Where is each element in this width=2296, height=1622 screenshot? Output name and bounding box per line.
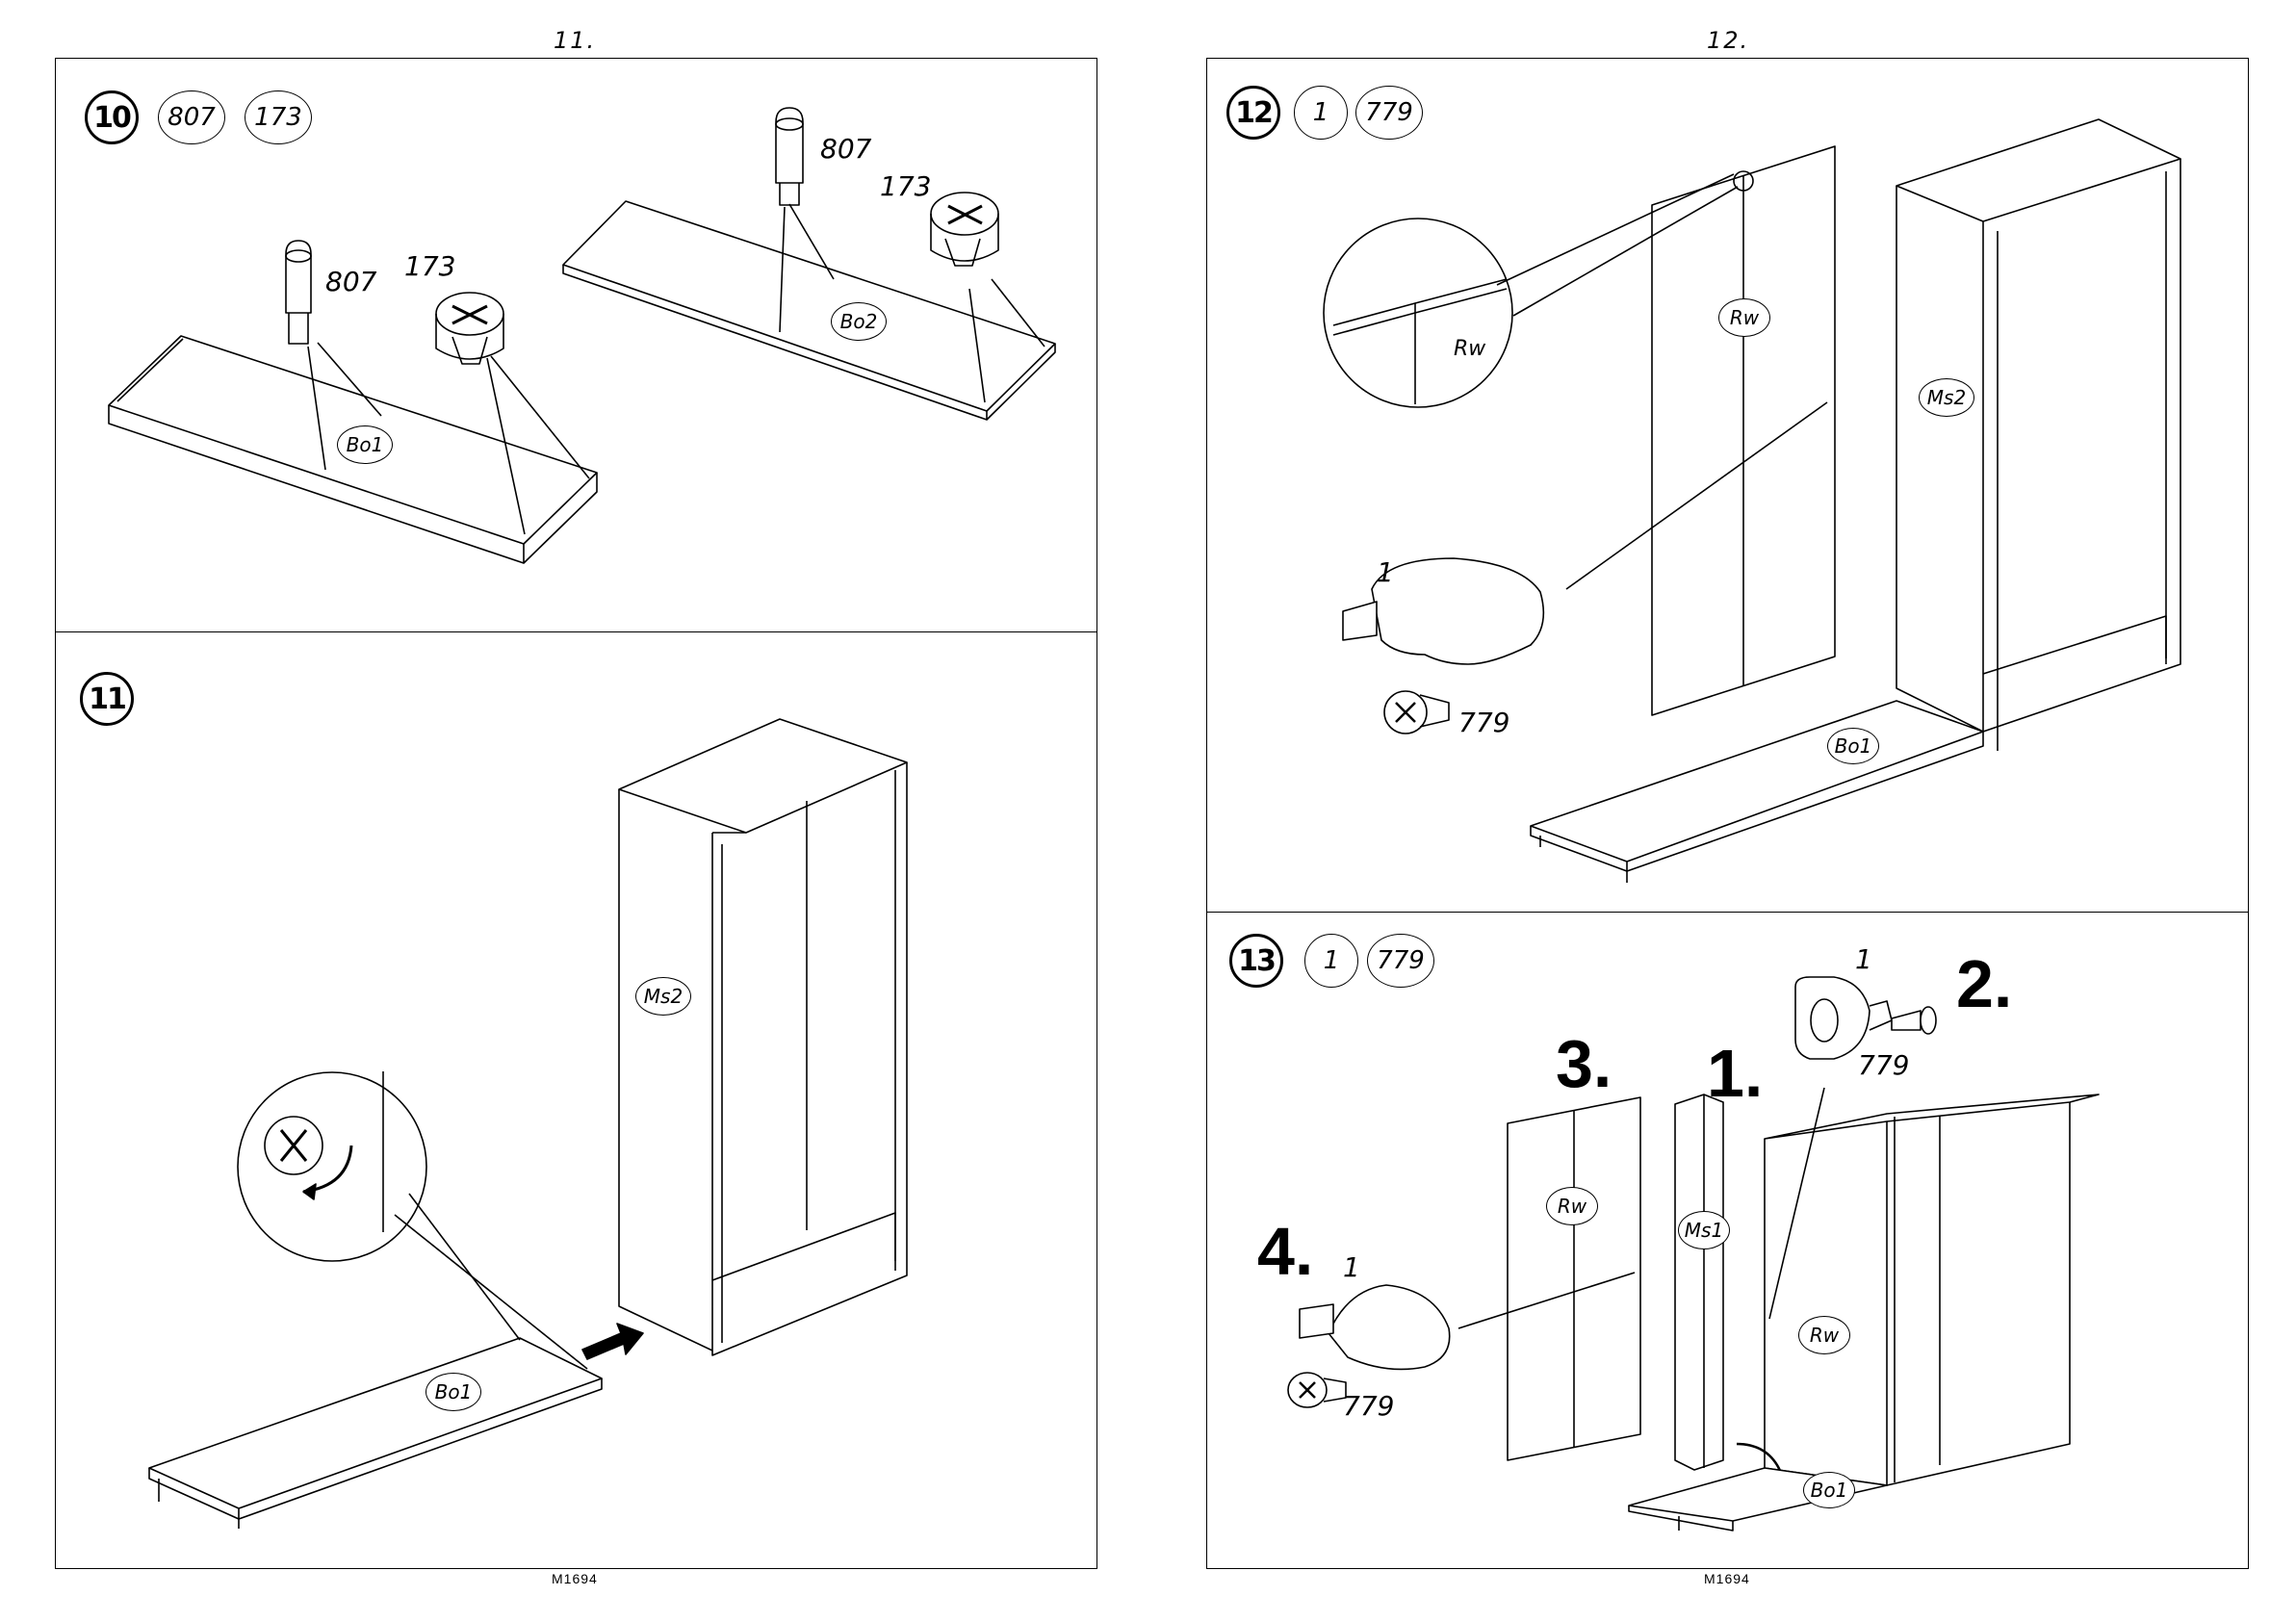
board-label-bo1-step11: Bo1 <box>426 1373 481 1411</box>
dowel-807-a <box>286 241 311 344</box>
step-number-13: 13 <box>1229 934 1283 988</box>
label-clip-1-step13-top: 1 <box>1855 943 1872 975</box>
board-label-rw-step13-left: Rw <box>1546 1187 1598 1225</box>
board-label-bo2-step10: Bo2 <box>831 302 887 341</box>
board-label-rw-step13-right: Rw <box>1798 1316 1850 1354</box>
step-number-12: 12 <box>1226 86 1280 140</box>
dowel-807-b <box>776 108 803 205</box>
sequence-2: 2. <box>1956 945 2012 1022</box>
label-screw-779-step12: 779 <box>1458 707 1509 738</box>
label-screw-779-step13-top: 779 <box>1858 1049 1909 1081</box>
screw-779-step12 <box>1384 691 1449 734</box>
detail-circle-step11 <box>238 1071 587 1369</box>
label-screw-779-step13-left: 779 <box>1343 1390 1394 1422</box>
board-label-rw-step12: Rw <box>1718 298 1770 337</box>
step-number-11: 11 <box>80 672 134 726</box>
cabinet-step12 <box>1896 119 2180 751</box>
board-bo2-step10 <box>563 201 1055 420</box>
clip-part1-step13-top <box>1795 977 1892 1059</box>
cabinet-step11 <box>619 719 907 1355</box>
label-dowel-807-b: 807 <box>820 133 871 165</box>
board-bo1-step12 <box>1531 701 1983 883</box>
screw-779-step13-top <box>1892 1007 1936 1034</box>
board-label-bo1-step10: Bo1 <box>337 425 393 464</box>
board-label-bo1-step12: Bo1 <box>1827 728 1879 764</box>
label-clip-1-step12: 1 <box>1377 556 1394 588</box>
board-bo1-step11 <box>149 1338 602 1529</box>
sequence-3: 3. <box>1556 1025 1612 1102</box>
label-cam-173-b: 173 <box>880 170 931 202</box>
sequence-1: 1. <box>1707 1035 1763 1112</box>
part-badge-779-step13: 779 <box>1367 934 1434 988</box>
detail-label-rw-step12: Rw <box>1454 337 1485 361</box>
screw-779-step13-left <box>1288 1373 1346 1407</box>
board-label-ms2-step12: Ms2 <box>1919 378 1974 417</box>
label-dowel-807-a: 807 <box>325 266 376 297</box>
label-clip-1-step13-left: 1 <box>1343 1251 1360 1283</box>
cam-173-a <box>436 293 503 364</box>
sequence-4: 4. <box>1257 1213 1313 1290</box>
part-badge-173: 173 <box>245 90 312 144</box>
push-arrow-step11 <box>582 1324 643 1359</box>
part-badge-779: 779 <box>1355 86 1423 140</box>
board-label-ms2-step11: Ms2 <box>635 977 691 1016</box>
step-number-10: 10 <box>85 90 139 144</box>
cam-173-b <box>931 193 998 266</box>
cabinet-step13 <box>1737 1088 2099 1486</box>
clip-part1-step13-left <box>1300 1285 1450 1369</box>
board-label-ms1-step13: Ms1 <box>1678 1211 1730 1249</box>
part-badge-1-step13: 1 <box>1304 934 1358 988</box>
board-label-bo1-step13: Bo1 <box>1803 1472 1855 1508</box>
back-panel-rw-step13-left <box>1458 1097 1640 1460</box>
mid-panel-ms1-step13 <box>1675 1094 1723 1470</box>
label-cam-173-a: 173 <box>404 250 455 282</box>
part-badge-807: 807 <box>158 90 225 144</box>
part-badge-1: 1 <box>1294 86 1348 140</box>
back-panel-rw-step12 <box>1652 146 1835 715</box>
